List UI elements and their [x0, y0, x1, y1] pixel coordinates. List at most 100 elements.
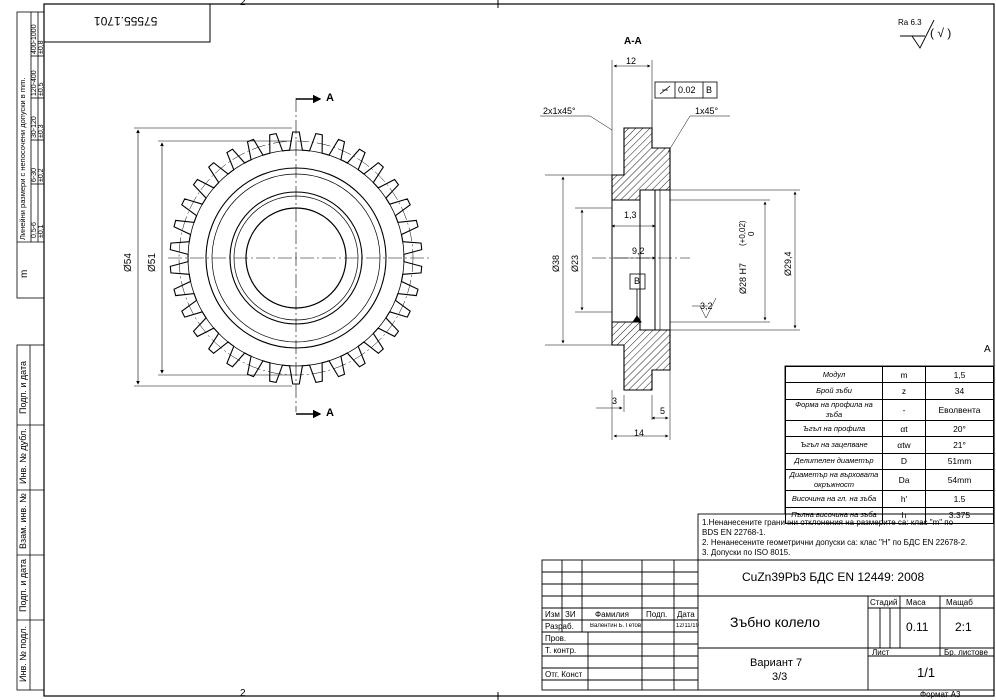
param-symbol: z: [882, 382, 926, 400]
runout-datum: B: [706, 85, 713, 95]
param-name: Делителен диаметър: [785, 452, 883, 471]
zone-mark-right: A: [984, 344, 991, 355]
tol-2: ±0,2: [38, 168, 45, 182]
tol-5: ±0,8: [38, 40, 45, 54]
header-surname: Фамилия: [595, 610, 629, 619]
param-symbol: -: [882, 398, 926, 421]
format-label: Формат А3: [920, 690, 961, 699]
note-line: 2. Ненанесените геометрични допуски са: …: [702, 538, 968, 547]
param-value: 21°: [925, 436, 994, 454]
left-strip: [16, 11, 45, 691]
param-row: Форма на профила на зъба-Еволвента: [785, 398, 994, 421]
section-title: A-A: [624, 36, 642, 47]
header-izm: Изм: [545, 610, 560, 619]
param-symbol: αt: [882, 419, 926, 438]
dim-width-3: 3: [612, 396, 618, 406]
dim-width-5: 5: [660, 406, 666, 416]
scale-value: 2:1: [955, 620, 972, 634]
variant-line1: Вариант 7: [750, 657, 803, 669]
note-line: 1.Ненанесените гранични отклонения на ра…: [702, 518, 954, 527]
technical-notes: 1.Ненанесените гранични отклонения на ра…: [702, 518, 967, 558]
role-tech-control: Т. контр.: [545, 646, 577, 655]
param-symbol: m: [882, 365, 926, 384]
sheets-label: Бр. листове: [944, 648, 988, 657]
dim-pitch-diameter: Ø51: [147, 253, 158, 272]
dim-offset: 9,2: [632, 246, 645, 256]
dim-inner-diameter: Ø23: [570, 254, 580, 272]
ra-label: Ra 6.3: [898, 18, 922, 27]
mass-label: Маса: [906, 598, 926, 607]
param-value: 54mm: [925, 469, 994, 492]
section-mark-top: A: [326, 92, 334, 104]
range-3: 30-120: [31, 116, 38, 138]
tolerance-title: Линейни размери с непосочени допуски в m…: [18, 77, 27, 240]
role-responsible: Отг. Конст: [545, 670, 583, 679]
dim-bore-tol-lower: 0: [747, 231, 756, 236]
sheet-label: Лист: [872, 648, 890, 657]
dim-outer-diameter: Ø54: [123, 253, 134, 272]
datum-label: B: [634, 276, 641, 286]
ra-paren: ( √ ): [930, 26, 952, 40]
dim-bore-tol-upper: (+0,02): [738, 220, 747, 246]
param-value: 3.375: [925, 506, 994, 525]
param-symbol: h': [882, 490, 926, 508]
designer-name: Валентин Б. Гетов: [590, 623, 642, 629]
part-name: Зъбно колело: [730, 614, 820, 630]
tol-1: ±0,1: [38, 224, 45, 238]
param-name: Ъгъл на профила: [785, 419, 883, 438]
variant-line2: 3/3: [772, 671, 788, 683]
sheet-number: 1/1: [917, 665, 936, 680]
tol-4: ±0,5: [38, 82, 45, 96]
header-sign: Подп.: [646, 610, 668, 619]
mass-value: 0.11: [906, 620, 929, 634]
param-value: 1.5: [925, 490, 994, 508]
note-line: BDS EN 22768-1.: [702, 528, 766, 537]
dim-width-12: 12: [626, 56, 637, 66]
dim-root-diameter: Ø29,4: [783, 251, 793, 276]
role-developer: Разраб.: [545, 622, 574, 631]
dim-bore-diameter: Ø28 H7: [738, 262, 748, 294]
title-block-frame: [541, 559, 995, 691]
section-mark-bottom: A: [326, 407, 334, 419]
range-5: 400-1000: [31, 24, 38, 54]
surface-finish-symbol: [900, 19, 935, 49]
range-4: 120-400: [31, 70, 38, 96]
param-value: 51mm: [925, 452, 994, 471]
zone-mark-bottom: 2: [240, 688, 246, 699]
param-symbol: Da: [882, 469, 926, 492]
range-1: 0,5-6: [31, 222, 38, 238]
param-name: Диаметър на върховата окръжност: [785, 469, 883, 492]
design-date: 12/11/19: [676, 623, 699, 629]
tolerance-class: m: [19, 269, 30, 278]
role-checked: Пров.: [545, 634, 567, 643]
strip-label-2: Инв. № дубл.: [18, 428, 28, 484]
sheet-frame: [43, 3, 995, 697]
param-value: 34: [925, 382, 994, 400]
param-name: Модул: [785, 365, 883, 384]
param-symbol: αtw: [882, 436, 926, 454]
dim-bore-step: 1,3: [624, 210, 637, 220]
stage-label: Стадий: [870, 598, 898, 607]
param-value: Еволвента: [925, 398, 994, 421]
param-value: 1,5: [925, 365, 994, 384]
param-name: Брой зъби: [785, 382, 883, 400]
param-value: 20°: [925, 419, 994, 438]
gear-section-view: [540, 60, 800, 440]
dim-chamfer-left: 2x1x45°: [543, 106, 576, 116]
runout-value: 0.02: [678, 85, 696, 95]
dim-chamfer-right: 1x45°: [695, 106, 719, 116]
header-date: Дата: [677, 610, 695, 619]
strip-label-3: Взам. инв. №: [18, 493, 28, 549]
range-2: 6-30: [31, 167, 38, 182]
gear-front-view: [134, 94, 430, 419]
param-name: Пълна височина на зъба: [785, 506, 883, 525]
